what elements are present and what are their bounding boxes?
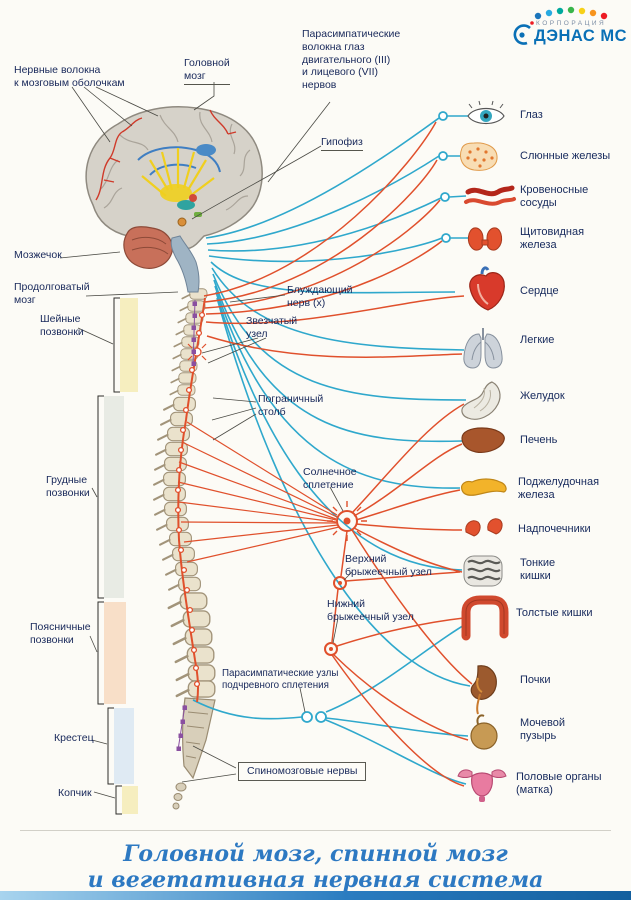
liver-icon [461, 427, 505, 453]
label-border-trunk: Пограничный столб [258, 393, 324, 418]
organ-label-small-intestine: Тонкие кишки [520, 557, 556, 583]
bottom-bar [0, 891, 631, 900]
spine-region-bands [97, 297, 138, 815]
label-stellate: Звезчатый узел [246, 315, 298, 340]
label-thoracic: Грудные позвонки [46, 474, 90, 499]
organ-label-kidneys: Почки [520, 674, 551, 686]
logo: КОРПОРАЦИЯ ДЭНАС МС [506, 6, 628, 46]
sympathetic-nerves [174, 121, 473, 787]
parasympathetic-nerves [192, 111, 471, 785]
label-brain: Головной мозг [184, 57, 230, 85]
heart-icon [469, 266, 505, 311]
small-intestine-icon [463, 555, 503, 587]
organ-label-large-intestine: Толстые кишки [516, 607, 593, 619]
brainstem-shape [170, 235, 200, 293]
pancreas-icon [461, 478, 507, 496]
kidney-icon [470, 665, 497, 715]
organ-label-eye: Глаз [520, 109, 543, 121]
organ-label-bladder: Мочевой пузырь [520, 717, 565, 743]
poster-title: Головной мозг, спинной мозг и вегетативн… [0, 841, 631, 894]
bladder-icon [470, 714, 498, 750]
large-intestine-icon [461, 595, 509, 641]
label-vagus: Блуждающий нерв (x) [287, 284, 353, 309]
footer-divider [20, 830, 611, 831]
organ-label-stomach: Желудок [520, 390, 565, 402]
poster-title-line1: Головной мозг, спинной мозг [123, 841, 508, 867]
organ-label-liver: Печень [520, 434, 558, 446]
label-nerve-fibers: Нервные волокна к мозговым оболочкам [14, 64, 125, 89]
sacrum-shape [182, 697, 216, 780]
pituitary-shape [177, 217, 187, 227]
label-spinal-nerves: Спиномозговые нервы [238, 762, 367, 781]
label-cerebellum: Мозжечок [14, 249, 62, 261]
meningeal-chains [176, 299, 197, 751]
label-parasymp-pelvic: Парасимпатические узлы подчревного сплет… [222, 668, 339, 691]
blood-vessels-icon [464, 185, 516, 206]
organ-label-lungs: Легкие [520, 334, 555, 346]
organ-label-vessels: Кровеносные сосуды [520, 184, 589, 210]
eye-icon [467, 100, 505, 125]
label-parasymp-head: Парасимпатические волокна глаз двигатель… [302, 28, 401, 92]
label-coccyx: Копчик [58, 787, 92, 799]
organ-icons [457, 100, 516, 802]
lungs-icon [463, 328, 503, 369]
label-hypophysis: Гипофиз [321, 136, 363, 151]
organ-label-thyroid: Щитовидная железа [520, 226, 585, 252]
salivary-glands-icon [460, 142, 498, 171]
logo-brand: ДЭНАС МС [534, 27, 628, 45]
organ-label-heart: Сердце [520, 285, 559, 297]
coccyx-shape [172, 782, 187, 810]
organ-label-salivary: Слюнные железы [520, 150, 611, 162]
label-sup-mesenteric: Верхний брыжеечный узел [345, 553, 432, 578]
label-sacrum: Крестец [54, 732, 94, 744]
adrenal-glands-icon [465, 518, 503, 537]
organ-label-adrenals: Надпочечники [518, 523, 591, 535]
label-solar: Солнечное сплетение [303, 466, 357, 491]
logo-corp-label: КОРПОРАЦИЯ [536, 20, 607, 27]
spine-illustration [153, 287, 217, 810]
label-lumbar: Поясничные позвонки [30, 621, 91, 646]
organ-label-genitals: Половые органы (матка) [516, 771, 602, 797]
brain-illustration [85, 106, 263, 293]
organ-label-pancreas: Поджелудочная железа [518, 476, 600, 502]
poster-title-line2: и вегетативная нервная система [87, 867, 544, 894]
stomach-icon [461, 381, 501, 420]
label-cervical: Шейные позвонки [40, 313, 84, 338]
label-inf-mesenteric: Нижний брыжеечный узел [327, 598, 414, 623]
label-medulla: Продолговатый мозг [14, 281, 90, 306]
logo-mark [513, 6, 608, 45]
thyroid-icon [467, 227, 503, 251]
uterus-icon [457, 769, 507, 802]
leader-lines [59, 82, 353, 799]
